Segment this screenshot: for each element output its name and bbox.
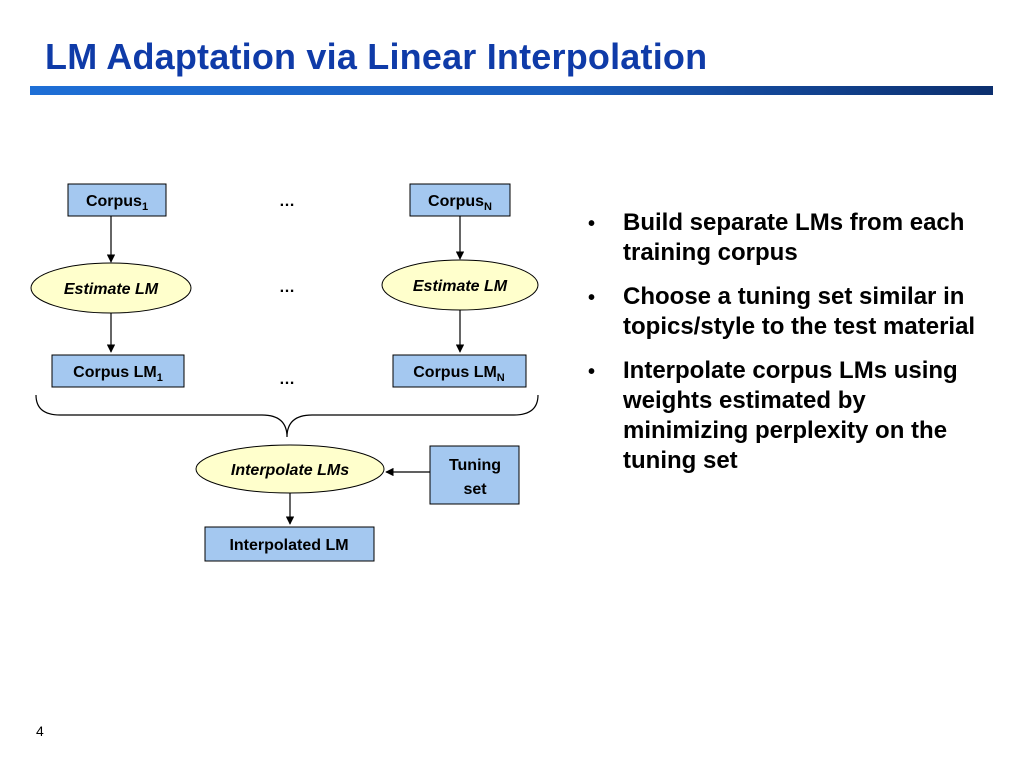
svg-text:Corpus1: Corpus1 (86, 193, 148, 213)
interpolated-lm-label: Interpolated LM (229, 537, 348, 554)
corpus-n-label: Corpus (428, 193, 484, 210)
title-underline-bar (30, 86, 993, 95)
interpolate-lms-label: Interpolate LMs (231, 462, 349, 479)
bullet-item: • Build separate LMs from each training … (588, 208, 988, 268)
estimate-lm-1-label: Estimate LM (64, 281, 159, 298)
corpus-lm-1-label: Corpus LM (73, 364, 157, 381)
interpolate-lms-ellipse: Interpolate LMs (195, 444, 385, 494)
bullet-marker: • (588, 213, 596, 235)
interpolation-diagram: Corpus1 CorpusN … Estimate LM Estimate L… (30, 183, 539, 562)
bullet-text: Interpolate corpus LMs using weights est… (623, 357, 958, 474)
corpus-1-label: Corpus (86, 193, 142, 210)
corpus-1-box: Corpus1 (67, 183, 167, 217)
tuning-set-box: Tuning set (429, 445, 520, 505)
bullet-item: • Interpolate corpus LMs using weights e… (588, 356, 988, 476)
interpolated-lm-box: Interpolated LM (204, 526, 375, 562)
tuning-set-label-line2: set (463, 481, 487, 498)
bullet-text: Build separate LMs from each training co… (623, 209, 965, 266)
svg-text:Corpus LMN: Corpus LMN (413, 364, 505, 384)
estimate-lm-n-label: Estimate LM (413, 278, 508, 295)
corpus-lm-n-label: Corpus LM (413, 364, 497, 381)
ellipsis-middle: … (279, 279, 295, 296)
corpus-n-subscript: N (484, 201, 492, 213)
ellipsis-top: … (279, 193, 295, 210)
svg-text:Corpus LM1: Corpus LM1 (73, 364, 163, 384)
ellipsis-bottom: … (279, 371, 295, 388)
corpus-n-box: CorpusN (409, 183, 511, 217)
tuning-set-label-line1: Tuning (449, 457, 501, 474)
bullet-text: Choose a tuning set similar in topics/st… (623, 283, 976, 340)
corpus-1-subscript: 1 (142, 201, 148, 213)
corpus-lm-n-subscript: N (497, 372, 505, 384)
bullet-marker: • (588, 361, 596, 383)
estimate-lm-1-ellipse: Estimate LM (30, 262, 192, 314)
bullet-list: • Build separate LMs from each training … (588, 208, 988, 490)
corpus-lm-1-box: Corpus LM1 (51, 354, 185, 388)
page-number: 4 (36, 723, 44, 739)
corpus-lm-1-subscript: 1 (157, 372, 163, 384)
grouping-brace (35, 394, 539, 438)
estimate-lm-n-ellipse: Estimate LM (381, 259, 539, 311)
corpus-lm-n-box: Corpus LMN (392, 354, 527, 388)
slide-title: LM Adaptation via Linear Interpolation (45, 36, 708, 77)
bullet-item: • Choose a tuning set similar in topics/… (588, 282, 988, 342)
bullet-marker: • (588, 287, 596, 309)
svg-text:CorpusN: CorpusN (428, 193, 492, 213)
